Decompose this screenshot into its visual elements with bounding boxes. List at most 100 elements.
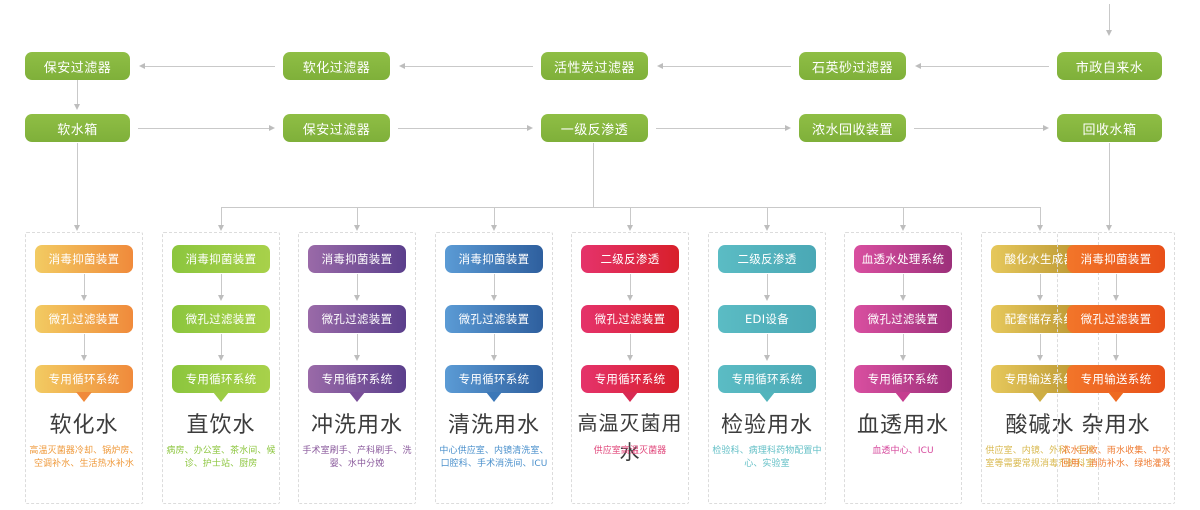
column-title-dialysis-water: 血透用水 [856, 413, 949, 438]
stage-arrow-cleaning-water-2 [490, 334, 497, 361]
stage-box-dialysis-water-2[interactable]: 微孔过滤装置 [854, 305, 952, 333]
column-description-dialysis-water: 血透中心、ICU [872, 446, 934, 456]
stage-box-label: 微孔过滤装置 [321, 312, 393, 326]
stage-box-softened-water-1[interactable]: 消毒抑菌装置 [35, 245, 133, 273]
bus-drop-head-misc [1105, 225, 1112, 231]
stage-arrow-acid-alkali-water-2 [1036, 334, 1043, 361]
stage-arrow-head [626, 295, 633, 301]
process-node-label: 浓水回收装置 [811, 122, 893, 138]
stage-box-drinking-water-1[interactable]: 消毒抑菌装置 [172, 245, 270, 273]
bus-drop-head-5 [763, 225, 770, 231]
stage-box-rinse-water-1[interactable]: 消毒抑菌装置 [308, 245, 406, 273]
stage-box-misc-water-1[interactable]: 消毒抑菌装置 [1067, 245, 1165, 273]
stage-box-rinse-water-2[interactable]: 微孔过滤装置 [308, 305, 406, 333]
stage-arrow-head [899, 295, 906, 301]
stage-box-label: 专用循环系统 [731, 372, 803, 386]
bus-feed-line [593, 143, 594, 207]
stage-box-label: 消毒抑菌装置 [48, 252, 120, 266]
stage-box-laboratory-water-2[interactable]: EDI设备 [718, 305, 816, 333]
stage-arrow-head [1036, 295, 1043, 301]
process-node-row1-4[interactable]: 市政自来水 [1057, 52, 1162, 80]
bus-drop-head-6 [899, 225, 906, 231]
process-node-row2-3[interactable]: 浓水回收装置 [799, 114, 906, 142]
stage-box-label: 专用循环系统 [867, 372, 939, 386]
flow-arrow-line-lower-0 [138, 127, 269, 129]
inbound-vertical-line [1109, 4, 1110, 32]
column-description-drinking-water: 病房、办公室、茶水间、候诊、护士站、厨房 [166, 446, 276, 469]
stage-arrow-sterilization-water-2 [626, 334, 633, 361]
column-pointer-softened-water [76, 392, 92, 402]
stage-box-label: 专用输送系统 [1080, 372, 1152, 386]
bus-drop-7 [1040, 207, 1041, 227]
stage-box-softened-water-3[interactable]: 专用循环系统 [35, 365, 133, 393]
process-node-label: 一级反渗透 [560, 122, 629, 138]
stage-arrow-softened-water-1 [80, 274, 87, 301]
stage-box-label: 消毒抑菌装置 [1080, 252, 1152, 266]
stage-box-sterilization-water-2[interactable]: 微孔过滤装置 [581, 305, 679, 333]
stage-box-misc-water-3[interactable]: 专用输送系统 [1067, 365, 1165, 393]
stage-arrow-head [763, 355, 770, 361]
column-title-rinse-water: 冲洗用水 [310, 413, 403, 438]
stage-arrow-head [899, 355, 906, 361]
stage-arrow-softened-water-2 [80, 334, 87, 361]
water-column-drinking-water: 消毒抑菌装置微孔过滤装置专用循环系统直饮水病房、办公室、茶水间、候诊、护士站、厨… [162, 232, 280, 504]
process-node-row2-0[interactable]: 软水箱 [25, 114, 130, 142]
stage-box-label: 专用循环系统 [321, 372, 393, 386]
column-title-sterilization-water: 高温灭菌用水 [577, 411, 683, 464]
water-column-dialysis-water: 血透水处理系统微孔过滤装置专用循环系统血透用水血透中心、ICU [844, 232, 962, 504]
stage-arrow-head [80, 355, 87, 361]
stage-box-sterilization-water-3[interactable]: 专用循环系统 [581, 365, 679, 393]
stage-box-label: 消毒抑菌装置 [185, 252, 257, 266]
stage-box-misc-water-2[interactable]: 微孔过滤装置 [1067, 305, 1165, 333]
flow-arrow-head-upper-3 [915, 62, 921, 69]
stage-box-dialysis-water-3[interactable]: 专用循环系统 [854, 365, 952, 393]
bus-drop-head-2 [353, 225, 360, 231]
column-description-misc-water: 浓水回收、雨水收集、中水回用、消防补水、绿地灌溉 [1061, 446, 1171, 469]
stage-box-softened-water-2[interactable]: 微孔过滤装置 [35, 305, 133, 333]
process-node-row2-2[interactable]: 一级反渗透 [541, 114, 648, 142]
stage-box-rinse-water-3[interactable]: 专用循环系统 [308, 365, 406, 393]
stage-arrow-head [1036, 355, 1043, 361]
column-title-drinking-water: 直饮水 [186, 413, 256, 438]
water-column-cleaning-water: 消毒抑菌装置微孔过滤装置专用循环系统清洗用水中心供应室、内镜清洗室、口腔科、手术… [435, 232, 553, 504]
stage-box-sterilization-water-1[interactable]: 二级反渗透 [581, 245, 679, 273]
stage-box-label: 微孔过滤装置 [185, 312, 257, 326]
bus-drop-1 [221, 207, 222, 227]
stage-arrow-drinking-water-1 [217, 274, 224, 301]
process-node-row2-1[interactable]: 保安过滤器 [283, 114, 390, 142]
flow-arrow-head-upper-0 [139, 62, 145, 69]
stage-box-dialysis-water-1[interactable]: 血透水处理系统 [854, 245, 952, 273]
process-node-row1-0[interactable]: 保安过滤器 [25, 52, 130, 80]
stage-box-label: 专用循环系统 [48, 372, 120, 386]
process-node-row1-2[interactable]: 活性炭过滤器 [541, 52, 648, 80]
process-node-row2-4[interactable]: 回收水箱 [1057, 114, 1162, 142]
stage-box-cleaning-water-2[interactable]: 微孔过滤装置 [445, 305, 543, 333]
water-column-misc-water: 消毒抑菌装置微孔过滤装置专用输送系统杂用水浓水回收、雨水收集、中水回用、消防补水… [1057, 232, 1175, 504]
stage-arrow-head [626, 355, 633, 361]
stage-box-cleaning-water-1[interactable]: 消毒抑菌装置 [445, 245, 543, 273]
bus-drop-head-4 [626, 225, 633, 231]
column-title-misc-water: 杂用水 [1081, 413, 1151, 438]
process-node-row1-1[interactable]: 软化过滤器 [283, 52, 390, 80]
column-description-cleaning-water: 中心供应室、内镜清洗室、口腔科、手术消洗间、ICU [439, 446, 549, 469]
stage-arrow-head [1112, 355, 1119, 361]
process-node-label: 保安过滤器 [302, 122, 371, 138]
flow-arrow-line-upper-3 [920, 65, 1049, 67]
process-node-label: 活性炭过滤器 [553, 60, 635, 76]
stage-box-drinking-water-3[interactable]: 专用循环系统 [172, 365, 270, 393]
process-node-row1-3[interactable]: 石英砂过滤器 [799, 52, 906, 80]
flow-arrow-head-upper-1 [399, 62, 405, 69]
column-title-softened-water: 软化水 [49, 413, 119, 438]
flow-arrow-line-lower-3 [914, 127, 1043, 129]
stage-arrow-head [353, 355, 360, 361]
stage-box-label: 二级反渗透 [600, 252, 660, 266]
stage-box-laboratory-water-1[interactable]: 二级反渗透 [718, 245, 816, 273]
bus-drop-misc [1109, 143, 1110, 227]
flow-arrow-line-col1-down [77, 80, 78, 106]
process-node-label: 石英砂过滤器 [811, 60, 893, 76]
flow-arrow-head-lower-0 [269, 124, 275, 131]
stage-box-cleaning-water-3[interactable]: 专用循环系统 [445, 365, 543, 393]
stage-box-drinking-water-2[interactable]: 微孔过滤装置 [172, 305, 270, 333]
stage-box-laboratory-water-3[interactable]: 专用循环系统 [718, 365, 816, 393]
